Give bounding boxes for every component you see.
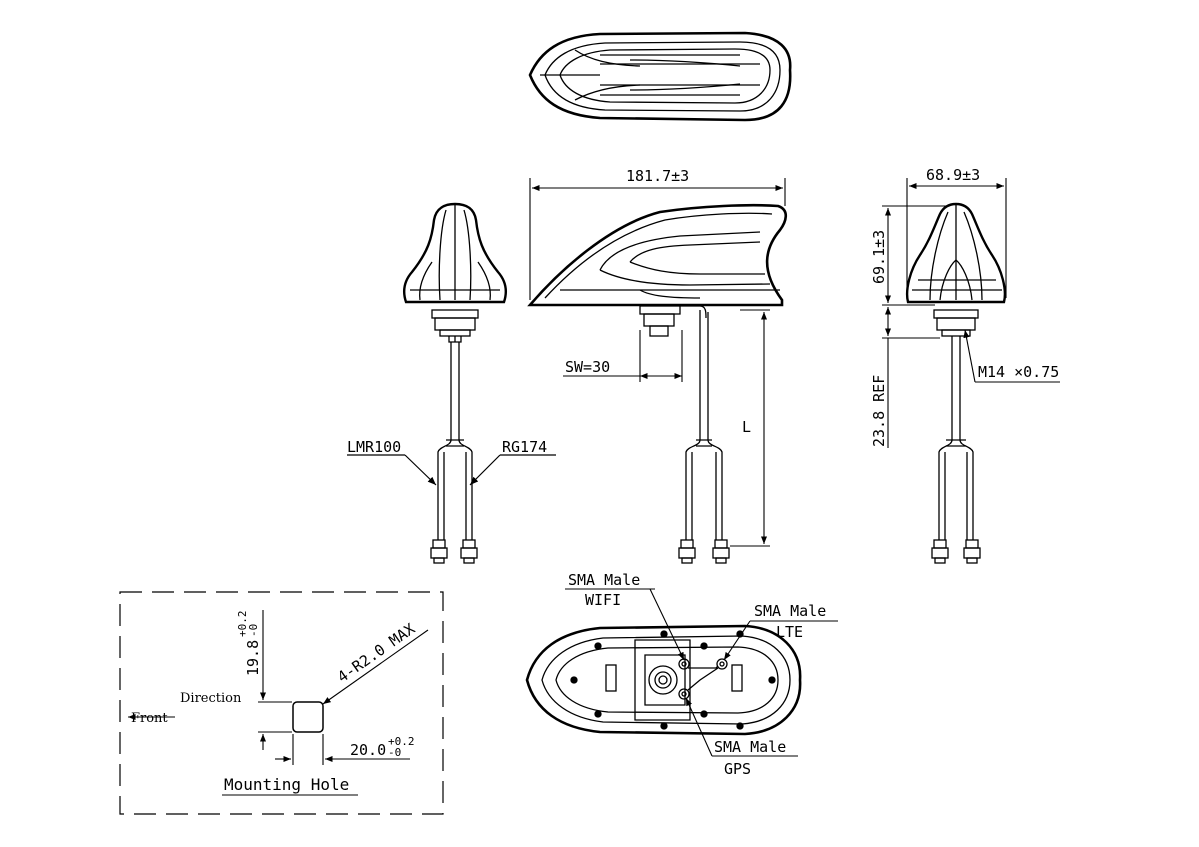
side-view-dimensions [529,178,786,547]
hole-height-dimension: 19.8 +0.2 -0 [236,611,262,677]
thread-ref-dimension: 23.8 REF [870,375,888,447]
cable-labels: LMR100 RG174 [347,438,556,486]
bottom-view-leaders [565,588,838,757]
wifi-connector-type: SMA Male [568,571,640,589]
wifi-connector-label: WIFI [585,591,621,609]
front-label: Front [131,711,168,726]
hole-height-tol-upper: +0.2 [236,611,249,638]
lte-connector-label: LTE [776,623,803,641]
top-view [528,31,792,122]
cable-length-label: L [742,418,751,436]
length-dimension: 181.7±3 [626,167,689,185]
hole-width-value: 20.0 [350,741,386,759]
wrench-size-label: SW=30 [565,358,610,376]
mounting-hole-frame [119,591,444,815]
height-dimension: 69.1±3 [870,230,888,284]
mounting-hole-title: Mounting Hole [224,775,349,794]
side-view [527,203,788,564]
hole-height-value: 19.8 [244,640,262,676]
corner-radius-label: 4-R2.0 MAX [334,620,418,687]
lte-connector-type: SMA Male [754,602,826,620]
thread-spec-label: M14 ×0.75 [978,363,1059,381]
rear-view-dimensions [882,178,1060,448]
hole-width-dimension: 20.0 +0.2 -0 [350,735,415,759]
hole-height-tol-lower: -0 [247,624,260,637]
gps-connector-type: SMA Male [714,738,786,756]
direction-label: Direction [180,691,242,706]
width-dimension: 68.9±3 [926,166,980,184]
cable-label-rg174: RG174 [502,438,547,456]
hole-width-tol-upper: +0.2 [388,735,415,748]
front-view [403,202,507,564]
gps-connector-label: GPS [724,760,751,778]
cable-label-lmr100: LMR100 [347,438,401,456]
mounting-hole-detail [127,610,429,796]
bottom-view [525,624,802,736]
hole-width-tol-lower: -0 [388,746,401,759]
rear-view [906,202,1006,564]
